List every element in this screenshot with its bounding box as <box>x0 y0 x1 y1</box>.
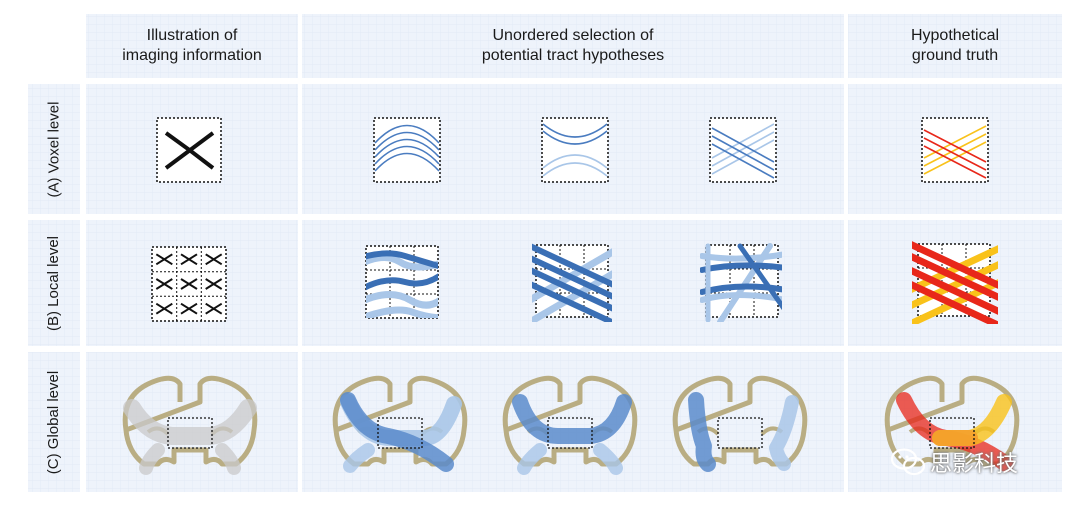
global-hypothesis-2-brain <box>502 375 638 475</box>
x-mark <box>180 278 198 290</box>
global-hypothesis-1-brain <box>332 375 468 473</box>
column-header-ground-truth: Hypothetical ground truth <box>848 14 1062 78</box>
x-mark <box>180 302 198 315</box>
row-label-text: (B) Local level <box>45 235 63 331</box>
x-mark <box>155 302 173 315</box>
local-hypothesis-3 <box>700 243 782 322</box>
tract <box>215 443 241 475</box>
tract <box>139 443 165 475</box>
row-label-voxel: (A) Voxel level <box>28 84 80 214</box>
local-hypothesis-2 <box>532 243 612 322</box>
voxel-hypothesis-2 <box>541 117 609 183</box>
header-line: Illustration of <box>146 27 238 44</box>
tract <box>343 443 375 473</box>
row-label-local: (B) Local level <box>28 220 80 346</box>
row-label-global: (C) Global level <box>28 352 80 492</box>
voxel-hypothesis-1 <box>373 117 441 183</box>
panel-grid <box>28 14 1062 492</box>
roi-box <box>377 417 423 449</box>
column-header-imaging: Illustration of imaging information <box>86 14 298 78</box>
tract <box>517 443 547 475</box>
header-line: ground truth <box>911 47 999 64</box>
x-mark <box>155 278 173 290</box>
header-line: imaging information <box>122 47 262 64</box>
voxel-hypothesis-3 <box>709 117 777 183</box>
global-hypothesis-3-brain <box>672 375 808 472</box>
tract <box>512 394 632 444</box>
tract <box>123 399 257 445</box>
global-brains <box>122 375 1020 475</box>
header-line: Hypothetical <box>910 27 1000 44</box>
voxel-imaging-cell <box>156 117 222 183</box>
local-hypothesis-1 <box>365 245 439 319</box>
roi-box <box>547 417 593 449</box>
x-mark <box>180 253 198 266</box>
column-header-hypotheses: Unordered selection of potential tract h… <box>302 14 844 78</box>
header-line: potential tract hypotheses <box>481 47 665 64</box>
roi-box <box>167 417 213 449</box>
voxel-ground-truth <box>921 117 989 183</box>
brain-outline <box>884 375 1020 467</box>
global-ground-truth-brain <box>884 375 1020 472</box>
row-label-text: (C) Global level <box>45 370 63 474</box>
roi-box <box>717 417 763 449</box>
header-line: Unordered selection of <box>492 27 654 44</box>
tract <box>593 443 623 475</box>
tract <box>340 392 454 472</box>
roi-box <box>929 417 975 449</box>
watermark-text: 思影科技 <box>930 452 1019 477</box>
local-imaging-cell <box>151 246 227 322</box>
row-label-text: (A) Voxel level <box>45 101 63 197</box>
x-mark <box>205 278 223 290</box>
watermark: 思影科技 <box>890 446 1018 478</box>
wechat-icon <box>890 448 926 476</box>
tract <box>688 392 716 472</box>
global-imaging-brain <box>122 375 258 475</box>
local-ground-truth <box>912 241 998 324</box>
tract <box>769 395 799 471</box>
x-mark <box>155 253 173 266</box>
x-mark <box>205 253 223 266</box>
x-mark <box>205 302 223 315</box>
